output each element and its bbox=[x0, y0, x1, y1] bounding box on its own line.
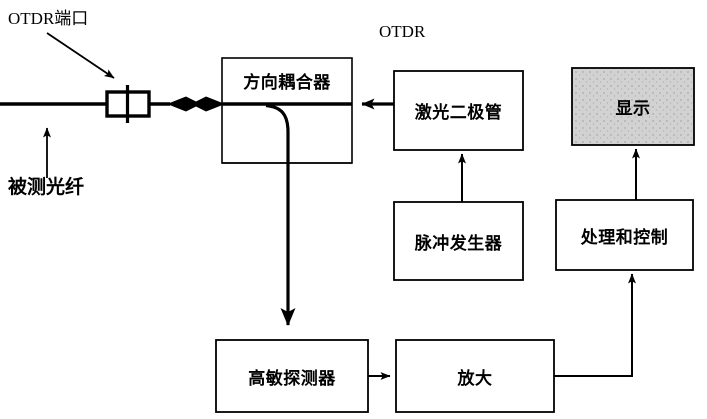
fiber-under-test-label: 被测光纤 bbox=[8, 176, 85, 198]
display-box-rect bbox=[571, 67, 695, 146]
laser-diode-label: 激光二极管 bbox=[414, 103, 503, 123]
display-label: 显示 bbox=[615, 99, 651, 119]
high-sensitivity-detector-box-rect bbox=[215, 339, 369, 413]
otdr-port-pointer-arrow-line bbox=[46, 32, 115, 79]
high-sensitivity-detector-label: 高敏探测器 bbox=[248, 368, 336, 389]
pulse-generator-label: 脉冲发生器 bbox=[414, 233, 503, 254]
coupler-branch-curve bbox=[265, 103, 296, 326]
amplifier-box-rect bbox=[395, 339, 555, 413]
processing-control-label: 处理和控制 bbox=[580, 227, 669, 248]
directional-coupler-label: 方向耦合器 bbox=[243, 72, 331, 93]
pulse-generator-box-rect bbox=[393, 201, 524, 281]
otdr-title-label: OTDR bbox=[379, 22, 426, 41]
laser-diode-box-rect bbox=[393, 70, 524, 151]
processing-control-box-rect bbox=[555, 199, 694, 271]
amplifier-to-processing-arrow-line bbox=[554, 273, 636, 377]
amplifier-label: 放大 bbox=[457, 368, 493, 389]
bidirectional-arrow-glyph bbox=[167, 96, 225, 112]
otdr-port-label: OTDR端口 bbox=[8, 9, 89, 28]
